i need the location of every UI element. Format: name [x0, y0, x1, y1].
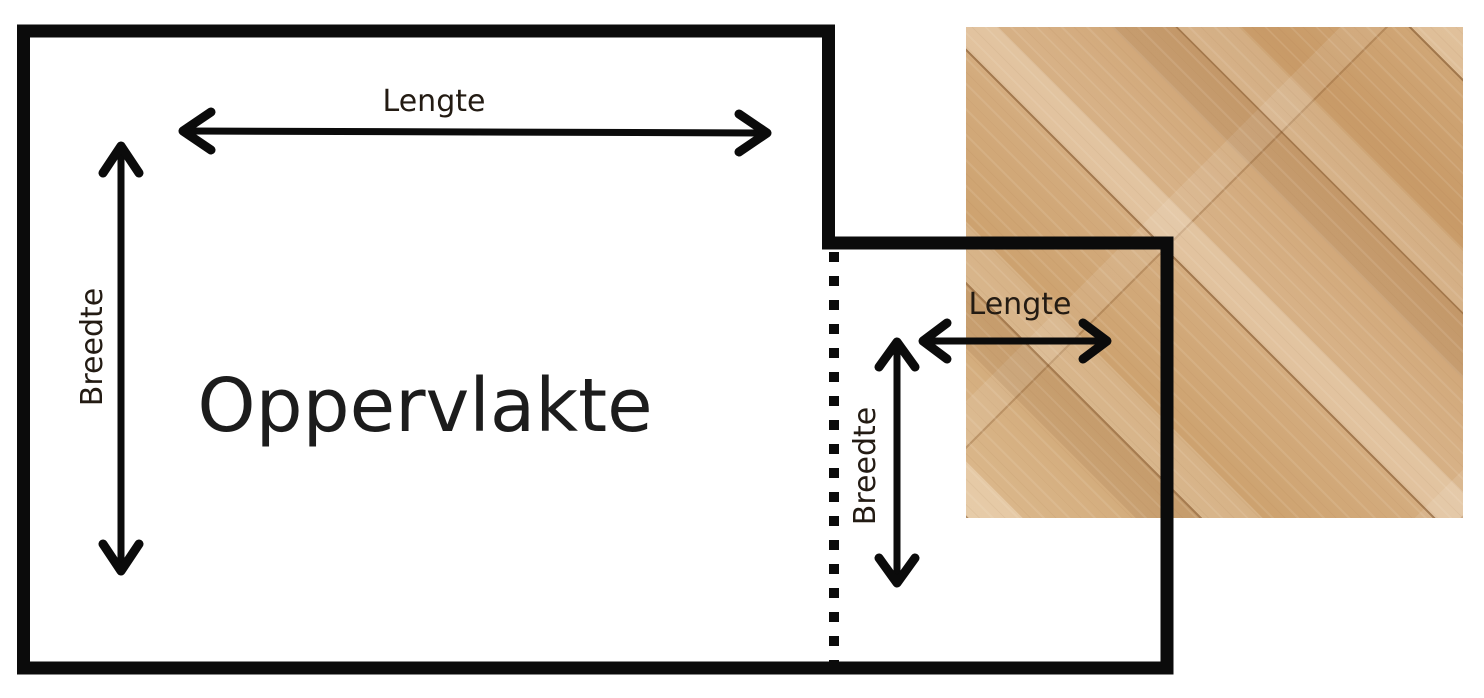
- extension-length-arrow: [918, 318, 1112, 364]
- main-width-label: Breedte: [75, 287, 110, 407]
- area-label: Oppervlakte: [197, 363, 653, 449]
- main-width-arrow: [98, 141, 144, 576]
- room-outline: [17, 24, 1174, 675]
- extension-width-label: Breedte: [848, 406, 883, 526]
- main-length-arrow: [178, 107, 772, 157]
- main-length-label: Lengte: [382, 84, 486, 119]
- wood-floor-photo: [966, 27, 1463, 518]
- extension-width-arrow: [874, 337, 920, 588]
- extension-length-label: Lengte: [968, 287, 1072, 322]
